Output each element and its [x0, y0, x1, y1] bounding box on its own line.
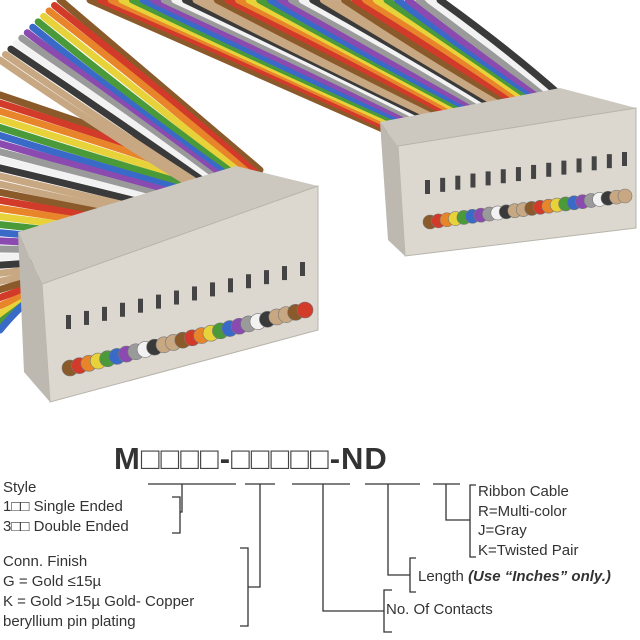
wire: [29, 23, 237, 183]
wire: [372, 0, 532, 105]
wire: [277, 0, 484, 115]
connector-slot: [606, 154, 612, 169]
finish-option-k-cont: beryllium pin plating: [3, 613, 136, 630]
connector-slot: [455, 175, 461, 190]
wire: [362, 0, 527, 106]
connector-slot: [500, 169, 506, 184]
cable-option-k: K=Twisted Pair: [478, 542, 579, 559]
wire: [150, 0, 421, 128]
wire: [1, 51, 209, 192]
wire: [425, 0, 559, 100]
wire: [341, 0, 516, 109]
connector-slot: [470, 173, 476, 188]
wire: [330, 0, 511, 110]
wire: [18, 34, 226, 187]
connector-slot: [102, 306, 107, 321]
style-option-3: 3□□ Double Ended: [3, 518, 129, 535]
finish-option-g: G = Gold ≤15µ: [3, 573, 102, 590]
wire: [7, 45, 215, 190]
cable-heading: Ribbon Cable: [478, 483, 569, 500]
wire: [351, 0, 522, 107]
wire-end: [296, 301, 314, 319]
cable-option-r: R=Multi-color: [478, 503, 567, 520]
connector-slot: [591, 156, 597, 171]
wire: [139, 0, 416, 129]
connector-slot: [515, 167, 521, 182]
wire: [224, 0, 458, 120]
connector-slot: [156, 294, 161, 309]
ribbon-cable-illustration: [0, 0, 637, 403]
part-number-template: M□□□□-□□□□□-ND: [114, 441, 388, 477]
right-connector: [380, 88, 637, 257]
part-boxes-2: □□□□□: [231, 441, 330, 476]
connector-slot: [622, 152, 627, 166]
wire-end: [617, 188, 633, 204]
wire: [45, 7, 253, 178]
connector-slot: [425, 180, 430, 194]
wire: [266, 0, 479, 116]
part-boxes-1: □□□□: [140, 441, 220, 476]
wire: [86, 0, 389, 134]
style-option-1: 1□□ Single Ended: [3, 498, 123, 515]
finish-option-k: K = Gold >15µ Gold- Copper: [3, 593, 195, 610]
connector-slot: [576, 158, 582, 173]
connector-slot: [561, 160, 567, 175]
length-text: Length: [418, 568, 464, 585]
connector-slot: [485, 171, 491, 186]
connector-slot: [192, 286, 197, 301]
left-connector: [18, 166, 319, 403]
connector-slot: [531, 164, 537, 179]
wire: [436, 0, 564, 99]
part-dash: -: [219, 441, 232, 476]
wire: [404, 0, 548, 102]
contacts-label: No. Of Contacts: [386, 601, 493, 618]
length-label: Length (Use “Inches” only.): [418, 568, 611, 586]
connector-slot: [282, 266, 287, 281]
connector-slot: [300, 262, 305, 276]
wire: [51, 1, 259, 176]
connector-slot: [440, 177, 446, 192]
wire: [203, 0, 447, 122]
style-heading: Style: [3, 479, 37, 496]
finish-heading: Conn. Finish: [3, 553, 88, 570]
wire: [298, 0, 495, 113]
wire: [288, 0, 490, 114]
wire: [160, 0, 426, 127]
wire: [56, 0, 264, 174]
wire: [415, 0, 553, 101]
connector-slot: [138, 298, 143, 313]
wire: [394, 0, 543, 103]
wire: [12, 40, 220, 189]
connector-slot: [120, 302, 125, 317]
cable-option-j: J=Gray: [478, 522, 527, 539]
wire: [40, 12, 248, 179]
wire: [0, 56, 204, 194]
connector-slot: [546, 162, 552, 177]
connector-slot: [174, 290, 179, 305]
wire: [23, 29, 231, 185]
wire: [213, 0, 453, 121]
connector-slot: [228, 278, 233, 293]
part-prefix: M: [114, 441, 141, 476]
ribbon-cable-right: [86, 0, 564, 134]
length-note: (Use “Inches” only.): [468, 568, 611, 585]
wire: [34, 18, 242, 181]
connector-slot: [246, 274, 251, 289]
connector-slot: [264, 270, 269, 285]
part-suffix: -ND: [329, 441, 388, 476]
connector-slot: [66, 315, 71, 329]
connector-slot: [210, 282, 215, 297]
connector-slot: [84, 310, 89, 325]
